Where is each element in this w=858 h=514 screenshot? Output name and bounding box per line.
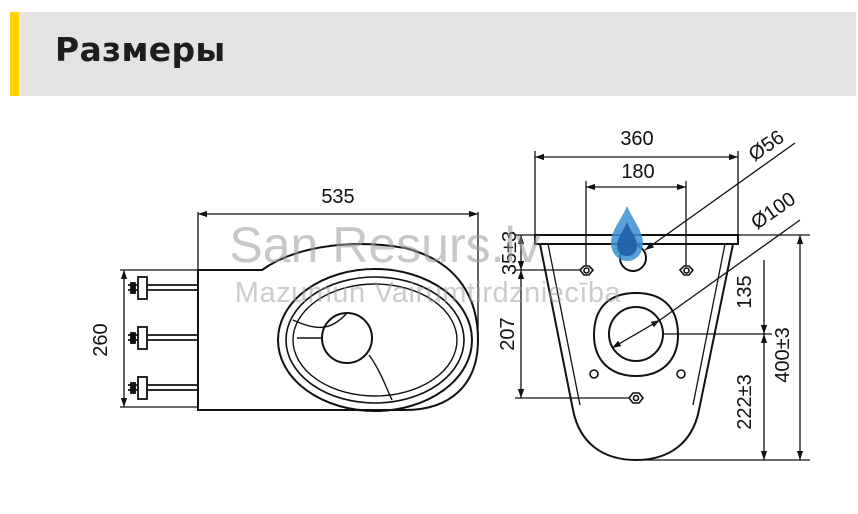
section-title: Размеры xyxy=(55,30,226,69)
bowl-rim-inside xyxy=(292,283,458,397)
bowl-contour-lower xyxy=(368,354,393,401)
section-header xyxy=(10,12,856,96)
fixing-hole-left xyxy=(589,369,599,379)
mounting-bolt-right xyxy=(678,265,695,276)
front-view-outline xyxy=(539,243,734,462)
dim-front-width: 360 xyxy=(620,128,653,150)
drain-opening xyxy=(321,312,373,364)
header-accent-bar xyxy=(10,12,19,96)
dim-side-height: 260 xyxy=(90,323,112,356)
mounting-studs xyxy=(128,276,198,400)
bowl-contour-upper xyxy=(292,312,348,329)
dim-outlet-diameter: Ø100 xyxy=(747,188,800,234)
watermark-brand: San Resurs.lv xyxy=(229,217,540,273)
dim-outlet-offset: 135 xyxy=(734,275,756,308)
dim-inlet-diameter: Ø56 xyxy=(745,126,789,166)
bowl-rim-outer xyxy=(277,268,473,412)
stud-top xyxy=(128,276,198,300)
dim-outlet-depth: 207 xyxy=(497,317,519,350)
side-view-outline xyxy=(197,243,480,411)
dim-outlet-height: 222±3 xyxy=(734,374,756,429)
mounting-bolt-bottom xyxy=(627,392,645,404)
front-view-dimensions xyxy=(515,142,810,461)
side-view-dimensions xyxy=(120,210,479,408)
stud-middle xyxy=(128,326,198,350)
mounting-bolt-left xyxy=(578,265,595,276)
front-view xyxy=(534,234,739,462)
dim-inlet-height: 35±3 xyxy=(499,231,521,275)
water-drop-icon xyxy=(611,206,643,261)
watermark-tagline: Mazumun Vairumtirdzniecība xyxy=(235,277,622,309)
dim-side-length: 535 xyxy=(321,186,354,208)
front-outlet-housing xyxy=(592,291,680,378)
bowl-rim-inner xyxy=(285,276,465,404)
dim-total-height: 400±3 xyxy=(772,327,794,382)
stud-bottom xyxy=(128,376,198,400)
side-view xyxy=(197,243,480,412)
dim-bolt-spacing: 180 xyxy=(621,161,654,183)
fixing-hole-right xyxy=(676,369,686,379)
